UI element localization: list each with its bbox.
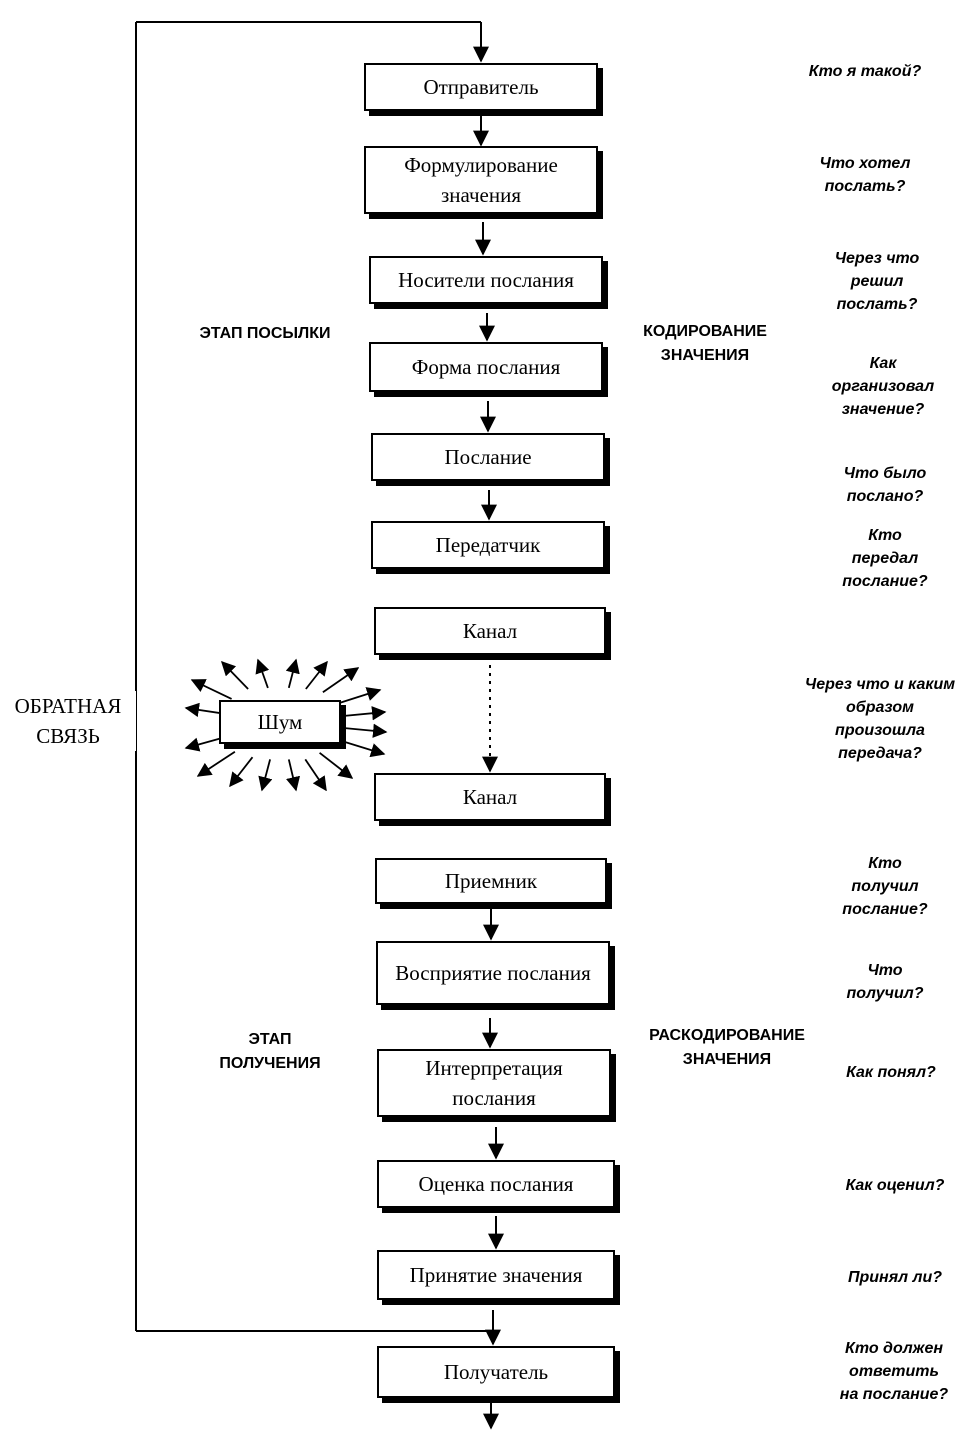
noise-ray-arrow	[285, 658, 300, 689]
box-acceptance: Принятие значения	[377, 1250, 615, 1300]
noise-ray-arrow	[229, 756, 254, 788]
noise-ray-arrow	[337, 706, 387, 721]
question-perception: Что получил?	[846, 962, 924, 1002]
question-sender: Кто я такой?	[808, 63, 922, 80]
stage-label-receiving: ЭТАП ПОЛУЧЕНИЯ	[219, 1031, 321, 1072]
question-evaluation: Как оценил?	[845, 1177, 945, 1194]
question-channel: Через что и каким образом произошла пере…	[804, 676, 956, 762]
question-acceptance: Принял ли?	[847, 1269, 943, 1286]
noise-ray-arrow	[322, 667, 360, 694]
noise-ray-arrow	[338, 723, 388, 738]
noise-ray-arrow	[258, 759, 273, 792]
noise-ray-arrow	[220, 660, 249, 690]
box-receiver: Приемник	[375, 858, 607, 904]
box-recipient: Получатель	[377, 1346, 615, 1398]
box-channel-top: Канал	[374, 607, 606, 655]
question-carriers: Через что решил послать?	[834, 250, 920, 313]
noise-ray-arrow	[190, 679, 232, 700]
noise-ray-arrow	[334, 687, 382, 706]
noise-ray-arrow	[305, 660, 328, 690]
noise-ray-arrow	[304, 758, 327, 792]
question-transmitter: Кто передал послание?	[842, 527, 928, 590]
noise-ray-arrow	[255, 658, 270, 689]
question-recipient: Кто должен ответить на послание?	[839, 1340, 949, 1403]
box-sender: Отправитель	[364, 63, 598, 111]
stage-label-encoding: КОДИРОВАНИЕ ЗНАЧЕНИЯ	[643, 323, 767, 364]
stage-label-sending: ЭТАП ПОСЫЛКИ	[199, 325, 331, 342]
question-receiver: Кто получил послание?	[842, 855, 928, 918]
box-message-carriers: Носители послания	[369, 256, 603, 304]
question-message: Что было послано?	[843, 465, 927, 505]
question-interpretation: Как понял?	[846, 1064, 936, 1081]
box-perception: Восприятие послания	[376, 941, 610, 1005]
question-form: Как организовал значение?	[831, 355, 935, 418]
box-formulation: Формулирование значения	[364, 146, 598, 214]
noise-ray-arrow	[336, 738, 386, 758]
noise-ray-arrow	[319, 752, 354, 779]
box-interpretation: Интерпретация послания	[377, 1049, 611, 1117]
noise-ray-arrow	[196, 750, 236, 777]
stage-label-decoding: РАСКОДИРОВАНИЕ ЗНАЧЕНИЯ	[649, 1027, 805, 1068]
box-transmitter: Передатчик	[371, 521, 605, 569]
box-evaluation: Оценка послания	[377, 1160, 615, 1208]
box-channel-bottom: Канал	[374, 773, 606, 821]
box-message-form: Форма послания	[369, 342, 603, 392]
noise-ray-arrow	[286, 759, 301, 792]
box-noise: Шум	[219, 700, 341, 744]
box-message: Послание	[371, 433, 605, 481]
question-formulation: Что хотел послать?	[819, 155, 911, 195]
feedback-label: ОБРАТНАЯ СВЯЗЬ	[0, 691, 136, 751]
